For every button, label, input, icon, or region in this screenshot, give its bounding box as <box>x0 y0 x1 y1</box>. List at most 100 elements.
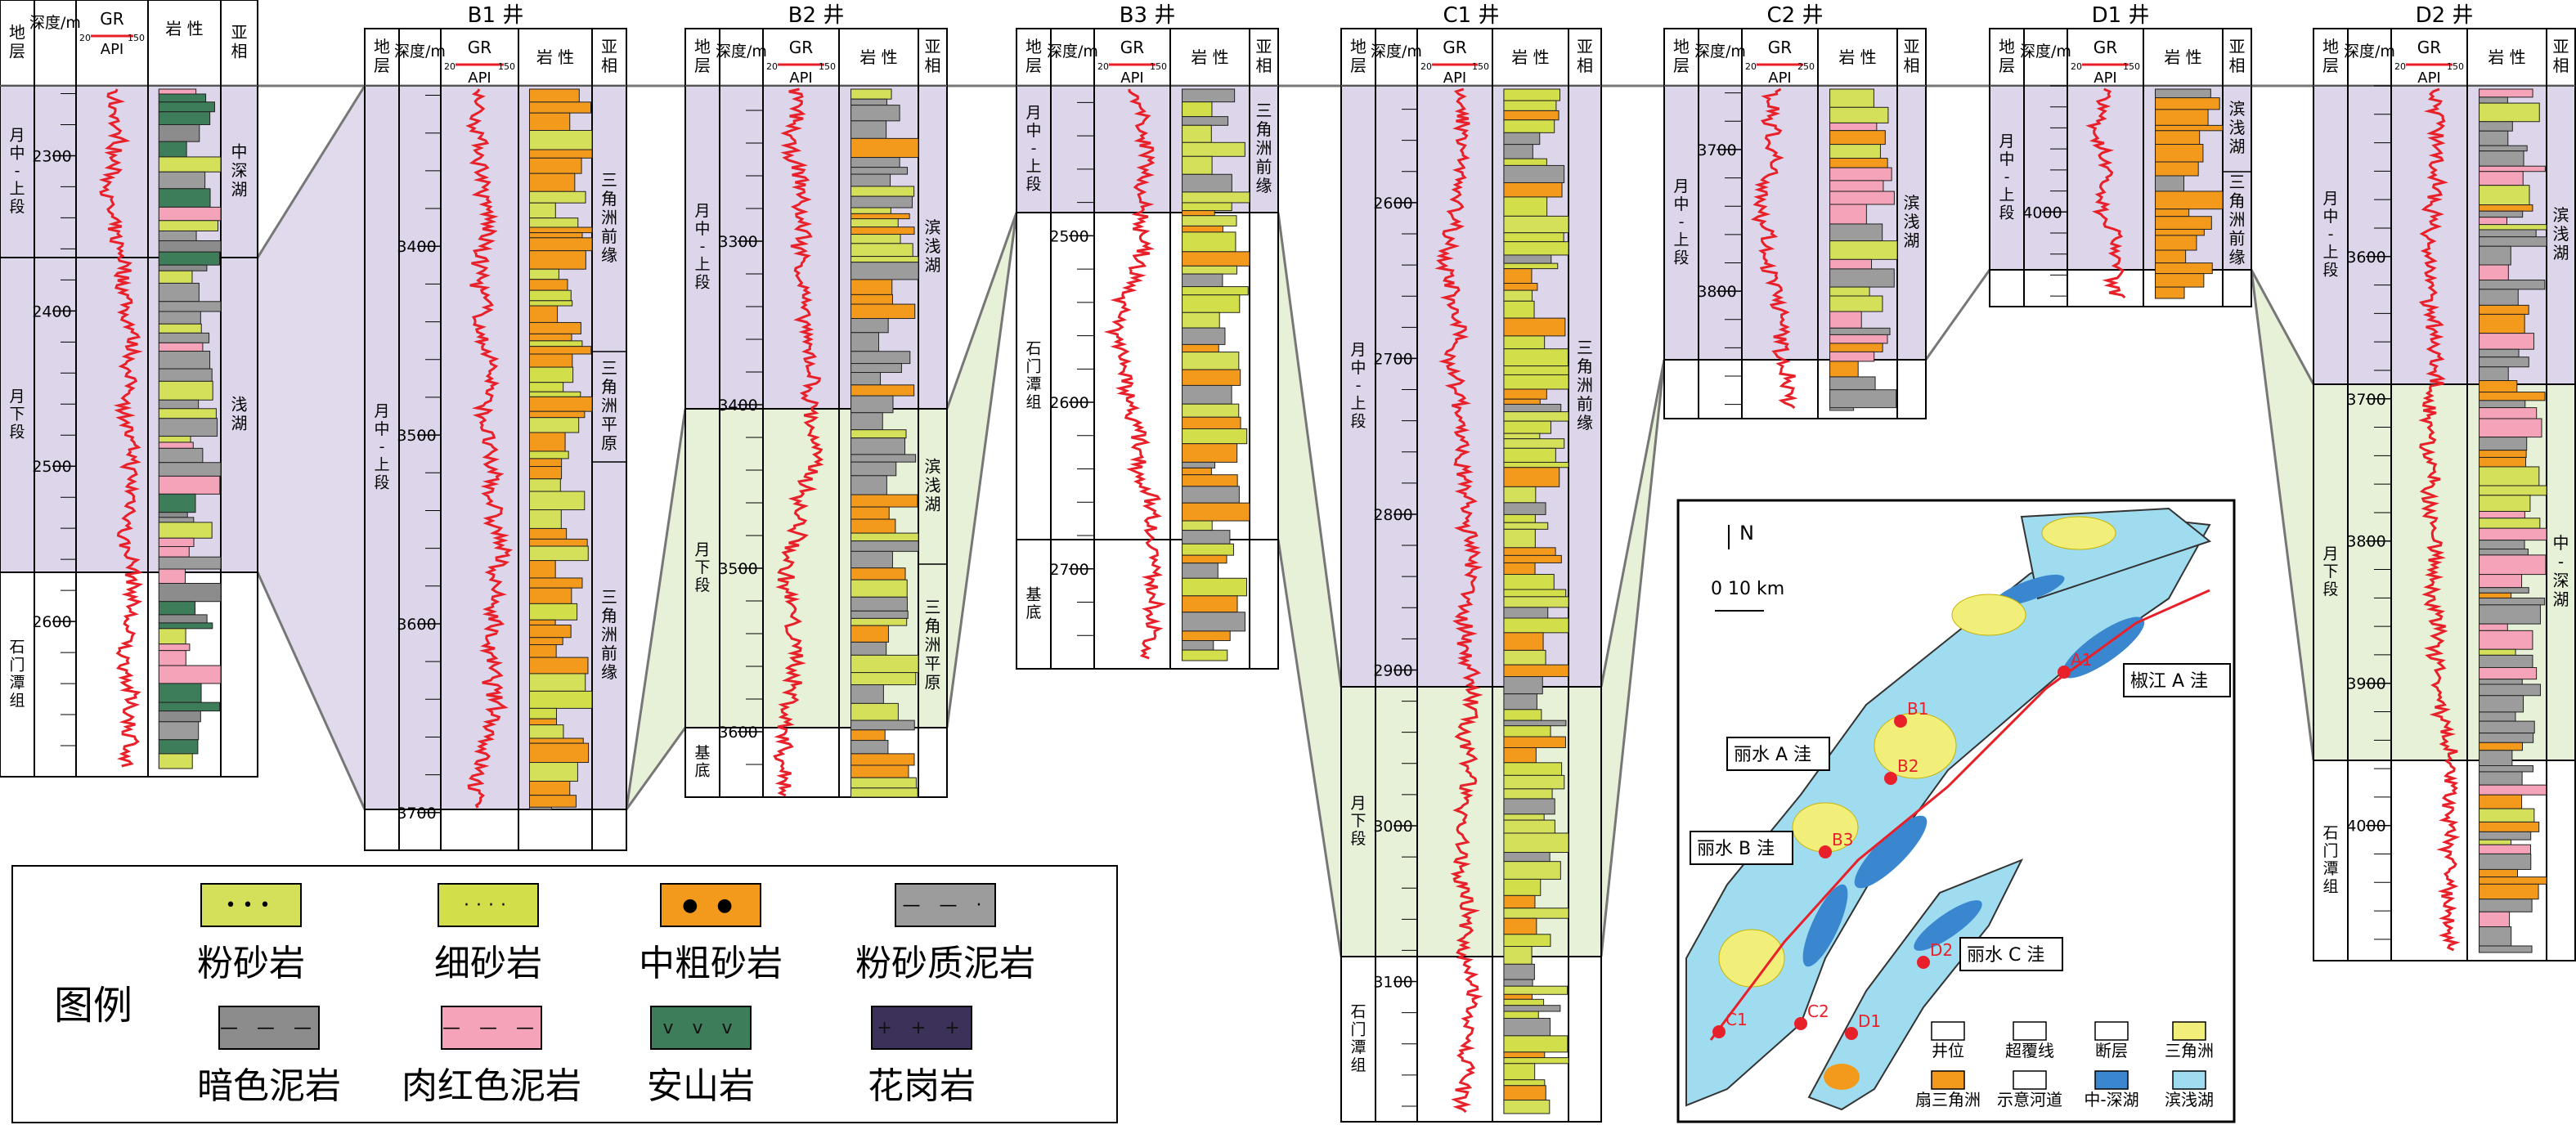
lithology-bed <box>158 522 213 539</box>
lithology-bed <box>158 311 201 325</box>
stratum-label-text: 月中-上段 <box>2322 190 2338 279</box>
lithology-bed <box>2479 654 2533 668</box>
header-depth: 深度/m <box>2344 43 2395 61</box>
facies-label-text: 三角洲平原 <box>601 358 617 453</box>
lithology-bed <box>1182 543 1234 556</box>
stratum-label-char: 上 <box>694 256 710 274</box>
lithology-bed <box>529 742 590 764</box>
depth-label: 3600 <box>718 724 757 742</box>
lithology-bed <box>529 737 584 744</box>
lithology-column <box>850 88 919 798</box>
stratum-label: 石门潭组 <box>1350 1002 1366 1074</box>
stratum-label-char: 上 <box>9 180 25 198</box>
lithology-bed <box>1503 1005 1561 1012</box>
lithology-bed <box>1182 474 1238 487</box>
lithology-bed <box>2479 648 2516 656</box>
map-legend-label: 滨浅湖 <box>2165 1090 2214 1109</box>
lithology-bed <box>2155 88 2211 99</box>
lithology-bed <box>850 540 919 552</box>
stratum-label-char: - <box>1356 377 1362 395</box>
lithology-bed <box>2155 175 2185 192</box>
lithology-bed <box>1829 223 1883 242</box>
facies-label-text: 浅湖 <box>231 395 248 433</box>
header-stratum-char: 层 <box>9 42 25 61</box>
lithology-column <box>158 88 222 769</box>
facies-label-char: 前 <box>2229 229 2246 249</box>
lithology-bed <box>1503 164 1565 183</box>
stratum-label-char: 上 <box>374 456 389 474</box>
silty-mud-swatch: — — · <box>895 883 996 927</box>
well-frame <box>1663 28 1927 419</box>
lithology-bed <box>158 368 213 382</box>
facies-label-char: 洲 <box>601 625 617 644</box>
lithology-bed <box>2155 228 2205 236</box>
header-stratum-char: 地 <box>2322 37 2339 56</box>
gr-max: 150 <box>2123 61 2140 72</box>
lithology-bed <box>158 665 222 684</box>
header-depth: 深度/m <box>1694 43 1746 61</box>
map-well-marker <box>1819 845 1832 858</box>
map-legend-swatch <box>2094 1021 2129 1041</box>
header-subfacies-char: 亚 <box>601 37 617 56</box>
lithology-bed <box>1503 1057 1569 1065</box>
stratum-label-char: 月 <box>1999 132 2014 150</box>
legend-label-red-mud: 肉红色泥岩 <box>402 1065 581 1107</box>
lithology-bed <box>529 458 563 468</box>
lithology-bed <box>529 202 556 219</box>
stratum-label-text: 石门潭组 <box>1025 339 1041 411</box>
lithology-bed <box>529 112 571 132</box>
lithology-bed <box>1182 225 1223 233</box>
lithology-bed <box>2155 109 2209 126</box>
facies-label: 三角洲前缘 <box>1577 338 1593 433</box>
header-gr: GR <box>1120 38 1144 57</box>
lithology-bed <box>1503 528 1536 549</box>
lithology-bed <box>158 171 206 190</box>
lithology-bed <box>2479 899 2533 912</box>
lithology-bed <box>158 342 204 352</box>
map-fault <box>1709 589 2210 1041</box>
lithology-bed <box>2479 926 2512 947</box>
lithology-bed <box>1829 158 1888 168</box>
lithology-bed <box>158 399 200 410</box>
stratum-label-char: 月 <box>694 202 710 220</box>
facies-label: 滨浅湖 <box>925 217 941 275</box>
lithology-bed <box>1503 241 1569 256</box>
lithology-bed <box>529 545 589 562</box>
lithology-bed <box>2479 794 2523 809</box>
facies-label-char: 平 <box>601 415 617 434</box>
correlation-line <box>625 727 687 810</box>
facies-label-char: 湖 <box>925 255 941 275</box>
lithology-bed <box>1829 204 1867 225</box>
stratum-label-char: 中 <box>374 420 389 438</box>
well-title: C2 井 <box>1767 3 1824 28</box>
stratum-label: 月下段 <box>1350 794 1366 848</box>
facies-label-char: 浅 <box>925 476 941 495</box>
lithology-bed <box>1829 258 1873 270</box>
lithology-bed <box>2155 97 2220 110</box>
lithology-bed <box>2479 630 2533 650</box>
lithology-bed <box>2479 518 2541 529</box>
map-well-marker <box>1794 1017 1807 1030</box>
lithology-bed <box>529 333 572 342</box>
lithology-bed <box>1182 369 1241 386</box>
correlation-line <box>1600 359 1666 957</box>
lithology-bed <box>529 603 578 621</box>
lithology-bed <box>1503 254 1552 264</box>
header-lithology: 岩 性 <box>2164 47 2201 67</box>
lithology-bed <box>158 123 200 142</box>
lithology-bed <box>1503 762 1563 776</box>
lithology-bed <box>158 650 186 666</box>
header-subfacies-text: 亚相 <box>231 23 248 61</box>
lithology-bed <box>1182 595 1238 613</box>
lithology-bed <box>1829 240 1898 260</box>
lithology-bed <box>850 777 917 789</box>
lithology-bed <box>1182 141 1245 157</box>
lithology-bed <box>1182 327 1226 345</box>
lithology-bed <box>1829 311 1862 329</box>
lithology-bed <box>2479 510 2525 519</box>
lithology-bed <box>1503 878 1542 896</box>
header-stratum-text: 地层 <box>1999 37 2015 75</box>
header-stratum: 地层 <box>1673 37 1690 75</box>
lithology-bed <box>2479 764 2534 773</box>
